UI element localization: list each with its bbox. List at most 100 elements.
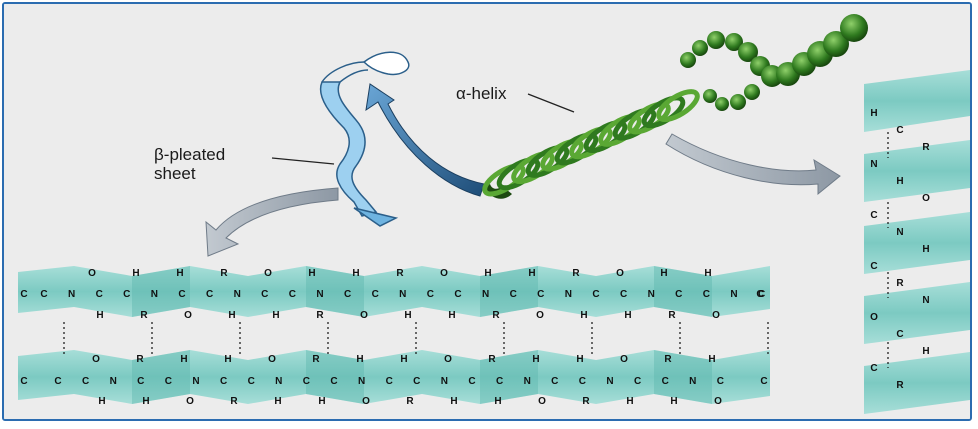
bottom-strand-atom: N: [441, 376, 448, 387]
top-side-group-below: H: [272, 310, 279, 321]
bottom-strand-atom: C: [551, 376, 558, 387]
top-side-group-above: R: [220, 268, 228, 279]
helix-side-atom: C: [896, 125, 903, 136]
bottom-strand-atom: C: [137, 376, 144, 387]
helix-side-atom: C: [870, 261, 877, 272]
bottom-strand-atom: C: [579, 376, 586, 387]
bottom-side-group-above: R: [488, 354, 496, 365]
top-side-group-below: R: [140, 310, 148, 321]
helix-bead: [680, 52, 696, 68]
top-strand-atom: C: [454, 289, 461, 300]
bottom-strand-atom: C: [413, 376, 420, 387]
top-strand-atom: C: [178, 289, 185, 300]
top-strand-atom: C: [123, 289, 130, 300]
bottom-strand-atom: C: [634, 376, 641, 387]
bottom-strand-atom: C: [662, 376, 669, 387]
top-side-group-above: H: [308, 268, 315, 279]
bottom-strand-atom: N: [606, 376, 613, 387]
bottom-side-group-below: H: [142, 396, 149, 407]
helix-side-atom: R: [922, 142, 930, 153]
bottom-strand-atom: C: [82, 376, 89, 387]
top-strand-atom: N: [482, 289, 489, 300]
bottom-strand-atom: C: [54, 376, 61, 387]
bottom-side-group-below: O: [538, 396, 546, 407]
bottom-strand-atom: C: [468, 376, 475, 387]
bottom-side-group-above: H: [224, 354, 231, 365]
bottom-strand-atom: N: [192, 376, 199, 387]
top-side-group-below: H: [624, 310, 631, 321]
top-side-group-above: H: [528, 268, 535, 279]
alpha-helix-label: α-helix: [456, 84, 506, 103]
helix-side-atom: H: [922, 244, 929, 255]
beta-sheet-label-line1: β-pleated: [154, 145, 225, 164]
bottom-side-group-above: O: [444, 354, 452, 365]
top-side-group-above: H: [704, 268, 711, 279]
top-side-group-above: O: [440, 268, 448, 279]
bottom-strand-atom: C: [220, 376, 227, 387]
top-side-group-below: R: [668, 310, 676, 321]
top-side-group-above: H: [176, 268, 183, 279]
top-strand-atom: C: [592, 289, 599, 300]
top-side-group-below: H: [96, 310, 103, 321]
top-strand-atom: C: [206, 289, 213, 300]
sheet-end-right-bottom: C: [760, 376, 767, 387]
figure-artwork: C C N C C N C C N C C N C C N C C N C C N C C N C C N C C C C C N C C N C C N C…: [4, 4, 970, 419]
top-strand-atom: C: [510, 289, 517, 300]
top-strand-atom: C: [372, 289, 379, 300]
bottom-side-group-above: O: [620, 354, 628, 365]
bottom-strand-atom: C: [717, 376, 724, 387]
bottom-strand-atom: C: [248, 376, 255, 387]
bottom-side-group-above: H: [532, 354, 539, 365]
bottom-strand-atom: C: [165, 376, 172, 387]
helix-side-atom: C: [870, 363, 877, 374]
top-side-group-below: R: [492, 310, 500, 321]
top-strand-atom: C: [620, 289, 627, 300]
top-side-group-above: H: [660, 268, 667, 279]
top-strand-atom: N: [565, 289, 572, 300]
top-side-group-below: O: [360, 310, 368, 321]
helix-side-atom: H: [870, 108, 877, 119]
helix-side-atom: O: [870, 312, 878, 323]
bottom-side-group-below: O: [714, 396, 722, 407]
bottom-strand-atom: C: [496, 376, 503, 387]
bottom-strand-atom: N: [358, 376, 365, 387]
top-side-group-below: O: [712, 310, 720, 321]
bottom-strand-atom: C: [330, 376, 337, 387]
helix-side-atom: R: [896, 380, 904, 391]
top-strand-atom: C: [261, 289, 268, 300]
bottom-side-group-above: R: [312, 354, 320, 365]
top-strand-atom: N: [648, 289, 655, 300]
top-side-group-above: R: [572, 268, 580, 279]
top-strand-atom: C: [289, 289, 296, 300]
top-strand-atom: C: [40, 289, 47, 300]
top-strand-atom: C: [703, 289, 710, 300]
top-side-group-below: O: [536, 310, 544, 321]
bottom-strand-atom: C: [386, 376, 393, 387]
helix-side-atom: N: [922, 295, 929, 306]
top-strand-atom: C: [427, 289, 434, 300]
helix-bead: [707, 31, 725, 49]
bottom-side-group-below: R: [230, 396, 238, 407]
top-side-group-above: H: [352, 268, 359, 279]
top-strand-atom: N: [730, 289, 737, 300]
top-side-group-above: O: [616, 268, 624, 279]
bottom-strand-atom: C: [303, 376, 310, 387]
top-strand-atom: N: [151, 289, 158, 300]
bottom-strand-atom: N: [524, 376, 531, 387]
bottom-side-group-above: H: [180, 354, 187, 365]
bottom-side-group-below: H: [98, 396, 105, 407]
bottom-side-group-below: H: [626, 396, 633, 407]
bottom-side-group-above: H: [400, 354, 407, 365]
top-strand-atom: C: [96, 289, 103, 300]
top-strand-atom: C: [675, 289, 682, 300]
bottom-side-group-below: H: [450, 396, 457, 407]
helix-side-atom: R: [896, 278, 904, 289]
bottom-side-group-below: H: [318, 396, 325, 407]
bottom-strand-atom: N: [275, 376, 282, 387]
top-side-group-above: O: [88, 268, 96, 279]
background-panel: [4, 4, 970, 419]
beta-sheet-label-line2: sheet: [154, 164, 196, 183]
top-side-group-below: H: [404, 310, 411, 321]
helix-side-atom: H: [896, 176, 903, 187]
bottom-side-group-below: H: [494, 396, 501, 407]
